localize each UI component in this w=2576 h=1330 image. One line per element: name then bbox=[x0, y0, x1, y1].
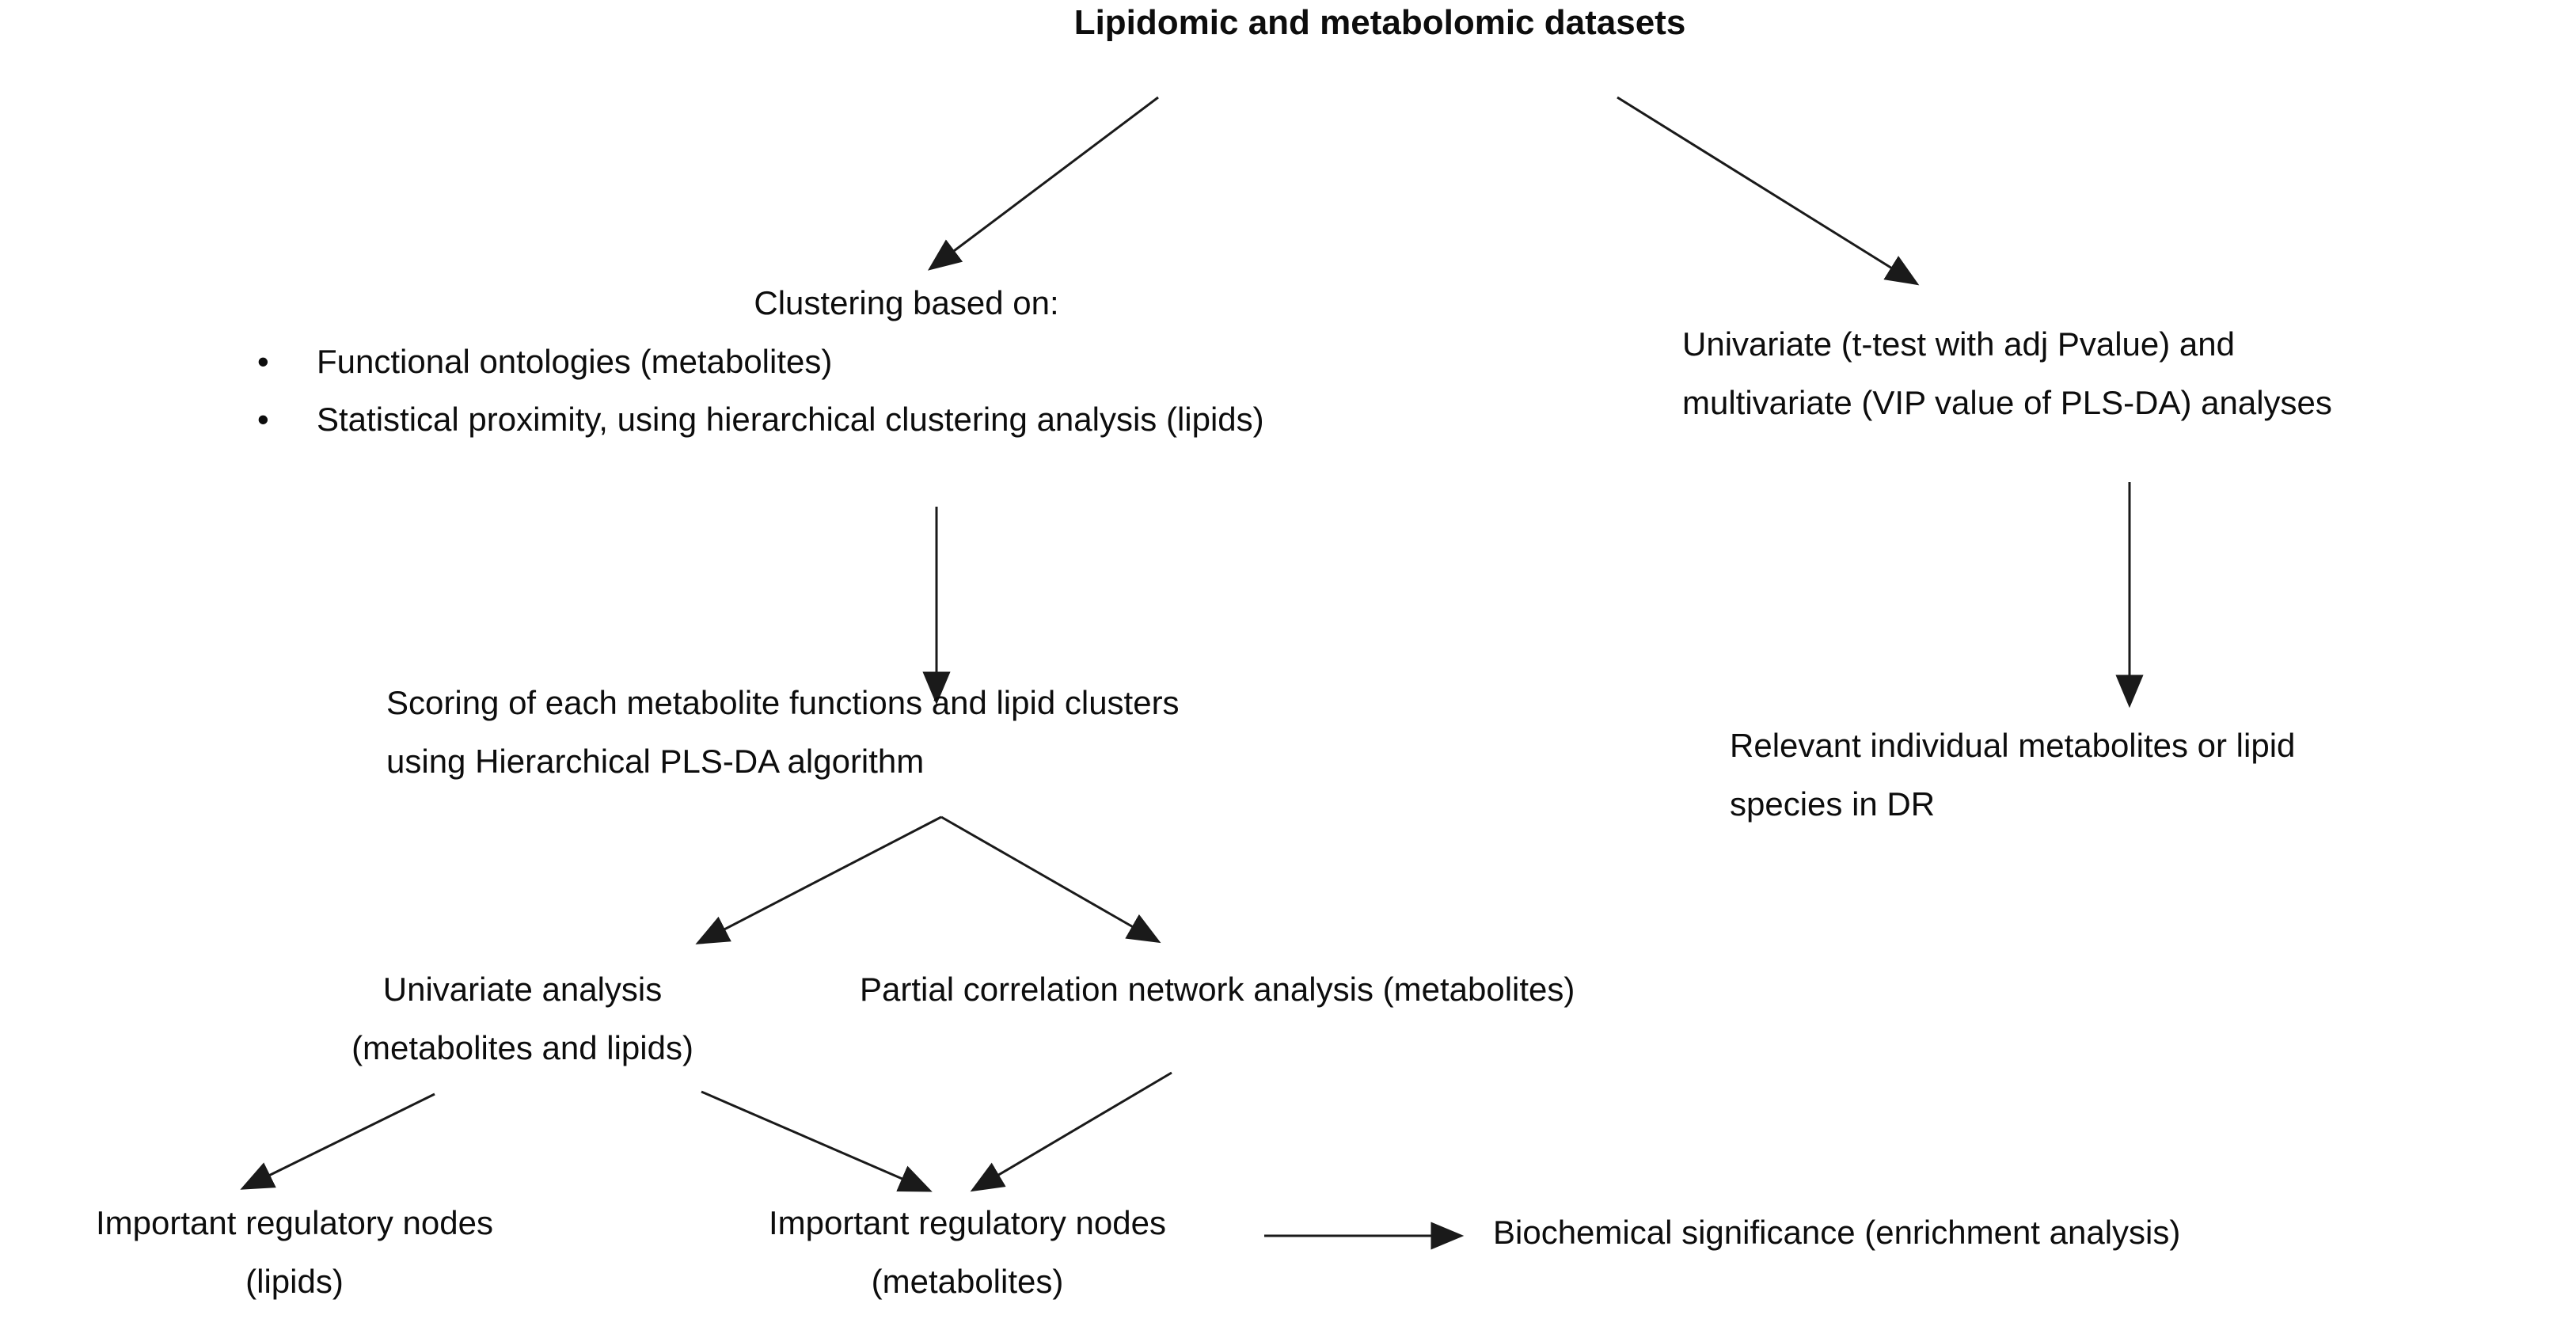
arrow-partial-to-important-metabolites bbox=[970, 1071, 1172, 1192]
bullet-icon: • bbox=[257, 401, 269, 438]
arrow-univariate-to-important-lipids bbox=[240, 1092, 435, 1190]
arrow-scoring-to-partial-correlation bbox=[940, 815, 1161, 944]
node-scoring: Scoring of each metabolite functions and… bbox=[386, 674, 1180, 790]
univariate-analysis-line-1: Univariate analysis bbox=[382, 971, 663, 1008]
node-relevant-species: Relevant individual metabolites or lipid… bbox=[1730, 716, 2295, 833]
clustering-bullet-2-label: Statistical proximity, using hierarchica… bbox=[317, 401, 1264, 438]
node-univariate-multivariate: Univariate (t-test with adj Pvalue) and … bbox=[1682, 315, 2332, 431]
important-metabolites-line-1: Important regulatory nodes bbox=[769, 1204, 1166, 1241]
node-title: Lipidomic and metabolomic datasets bbox=[1073, 3, 1686, 42]
node-important-nodes-metabolites: Important regulatory nodes (metabolites) bbox=[674, 1194, 1260, 1310]
node-clustering: Clustering based on: • Functional ontolo… bbox=[237, 274, 1575, 449]
univariate-analysis-line-2: (metabolites and lipids) bbox=[351, 1028, 693, 1066]
clustering-bullet-1-label: Functional ontologies (metabolites) bbox=[317, 342, 833, 380]
uni-multi-line-1: Univariate (t-test with adj Pvalue) and bbox=[1682, 325, 2235, 363]
arrow-univariate-to-important-metabolites bbox=[701, 1090, 933, 1192]
clustering-heading: Clustering based on: bbox=[754, 284, 1059, 321]
scoring-line-1: Scoring of each metabolite functions and… bbox=[386, 684, 1180, 721]
important-metabolites-line-2: (metabolites) bbox=[871, 1262, 1064, 1300]
scoring-line-2: using Hierarchical PLS-DA algorithm bbox=[386, 742, 925, 780]
uni-multi-line-2: multivariate (VIP value of PLS-DA) analy… bbox=[1682, 383, 2332, 421]
important-lipids-line-2: (lipids) bbox=[245, 1262, 344, 1300]
node-partial-correlation: Partial correlation network analysis (me… bbox=[860, 971, 1575, 1008]
clustering-bullet-2: • Statistical proximity, using hierarchi… bbox=[237, 390, 1575, 449]
clustering-bullet-1: • Functional ontologies (metabolites) bbox=[237, 332, 1575, 391]
arrow-scoring-to-univariate-analysis bbox=[695, 815, 942, 944]
arrow-title-to-clustering bbox=[927, 96, 1159, 271]
node-biochemical-significance: Biochemical significance (enrichment ana… bbox=[1493, 1214, 2181, 1251]
arrow-title-to-uni-multi bbox=[1617, 96, 1920, 286]
relevant-line-1: Relevant individual metabolites or lipid bbox=[1730, 727, 2296, 764]
bullet-icon: • bbox=[257, 342, 269, 380]
node-important-nodes-lipids: Important regulatory nodes (lipids) bbox=[2, 1194, 587, 1310]
node-univariate-analysis: Univariate analysis (metabolites and lip… bbox=[245, 960, 800, 1077]
important-lipids-line-1: Important regulatory nodes bbox=[96, 1204, 493, 1241]
relevant-line-2: species in DR bbox=[1730, 785, 1936, 823]
